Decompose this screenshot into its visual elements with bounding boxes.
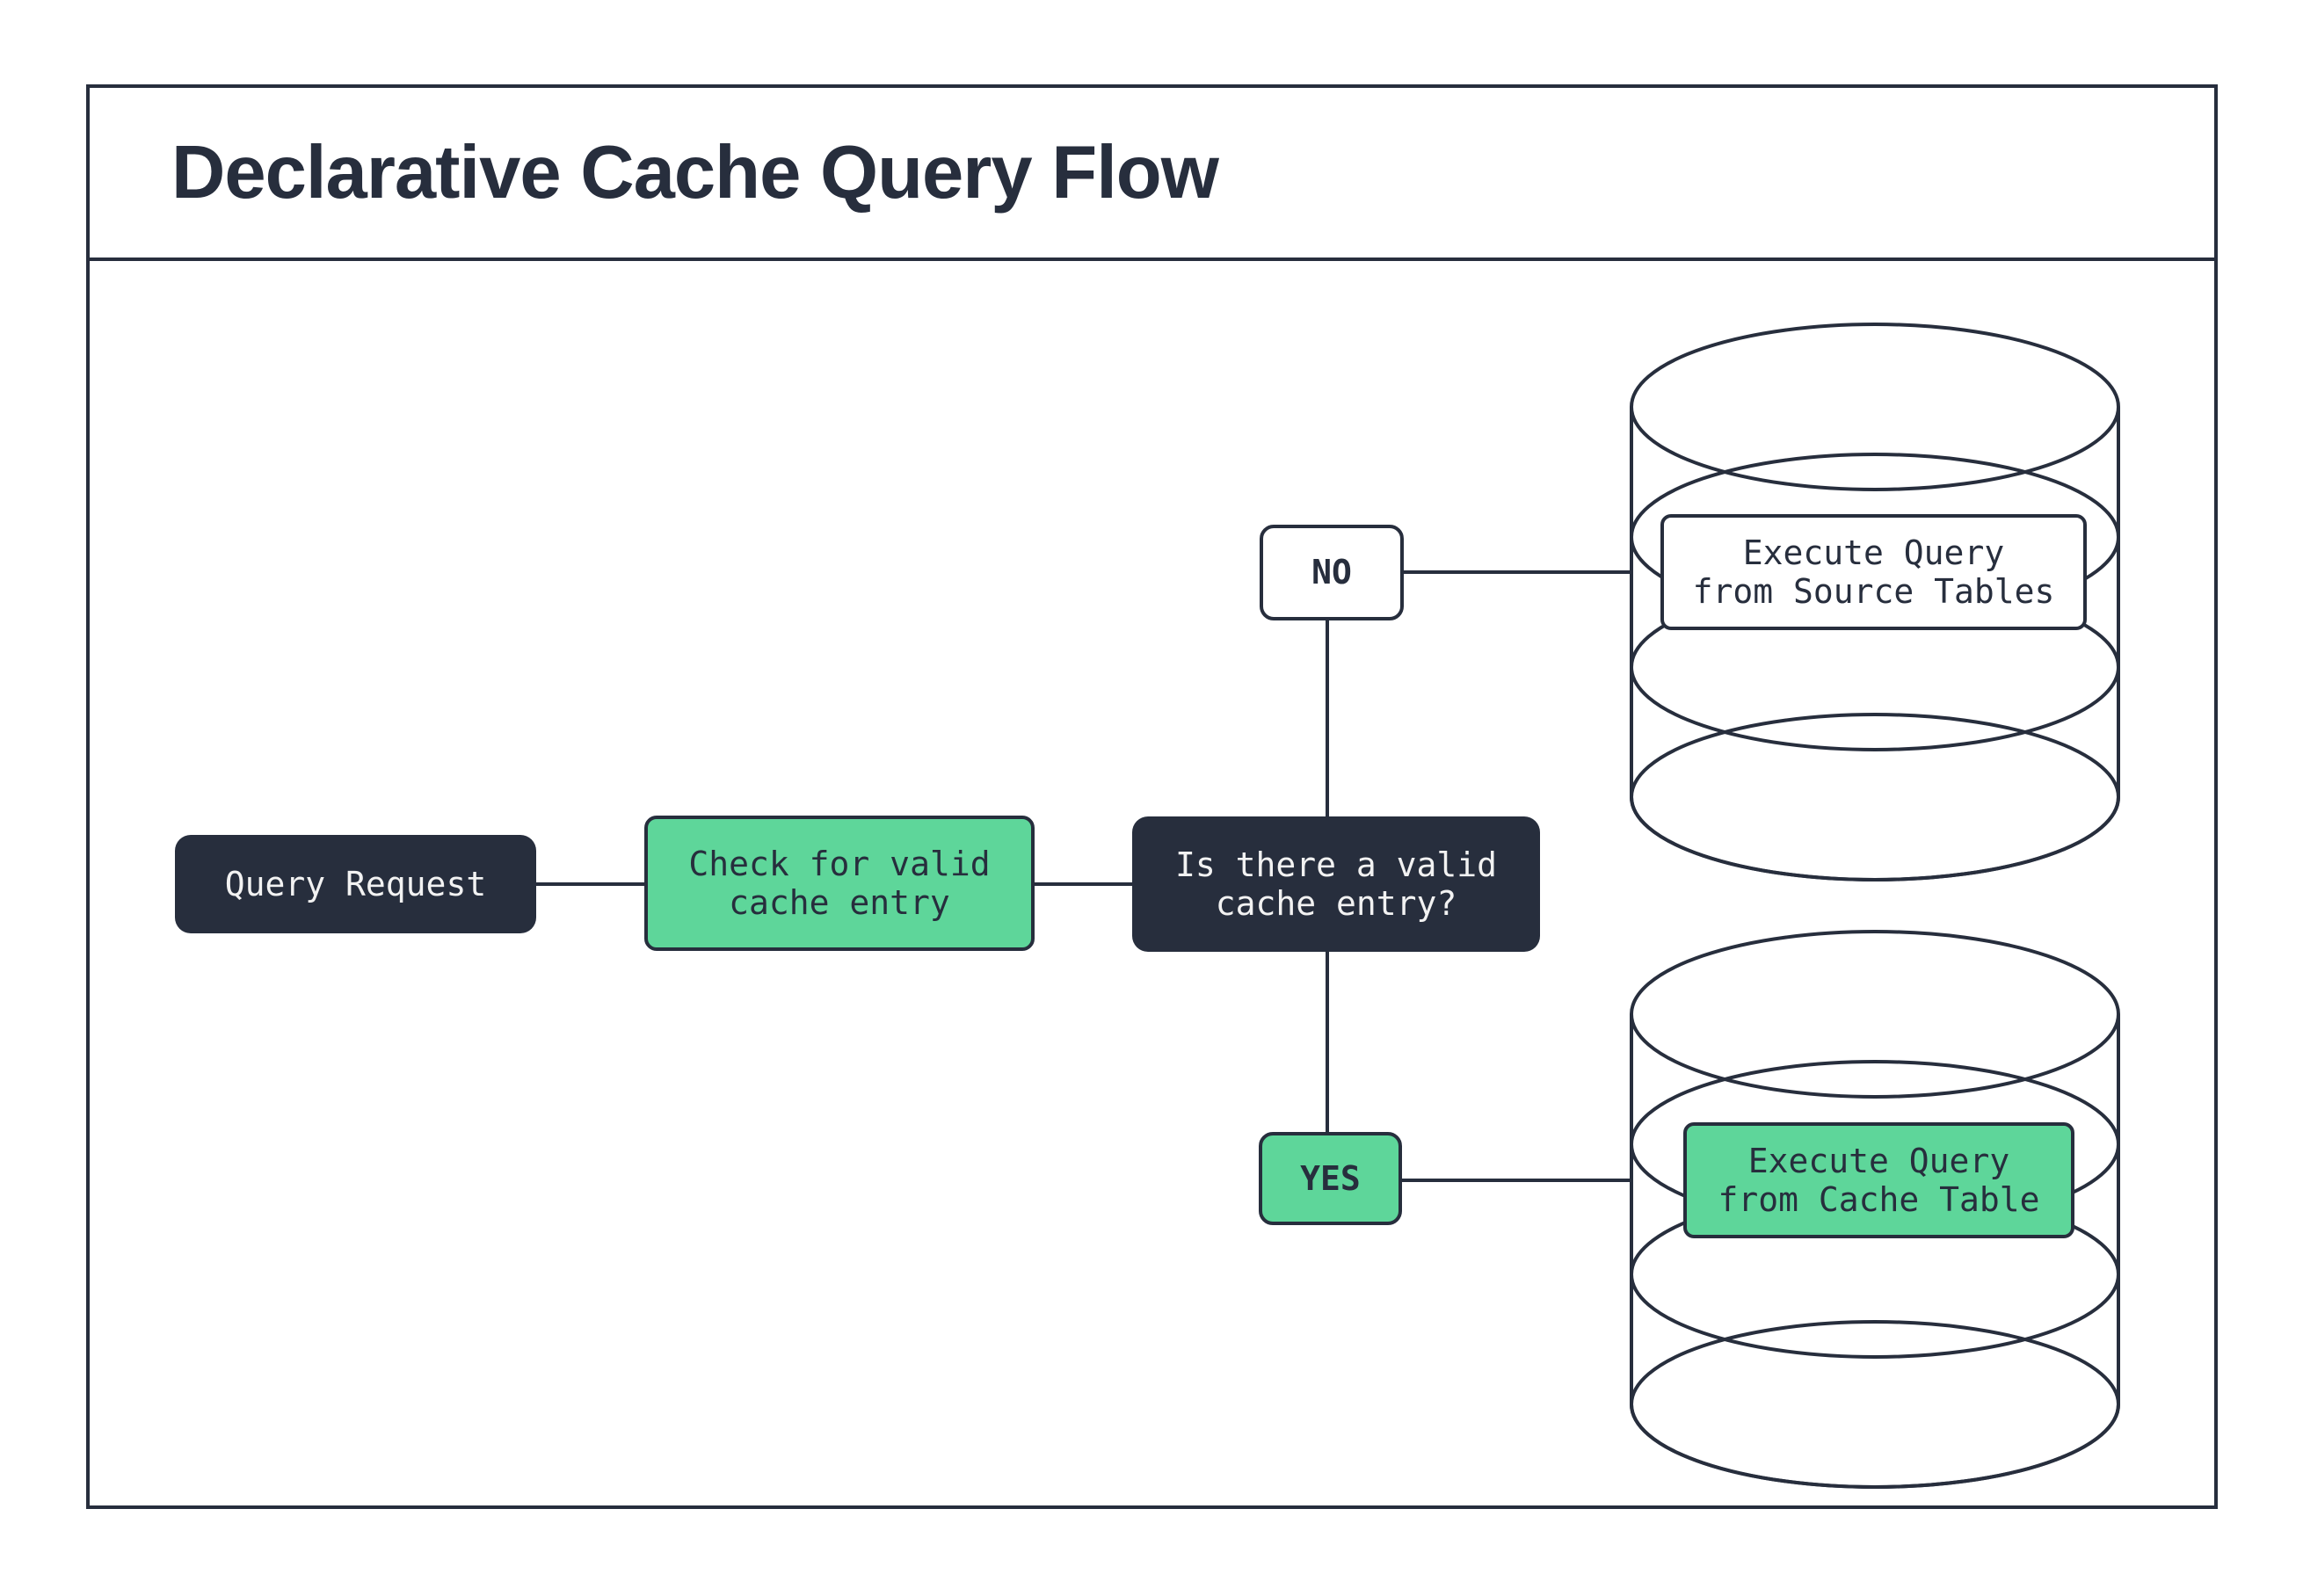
execute-source-line2: from Source Tables [1692,572,2055,611]
page-title: Declarative Cache Query Flow [171,130,1219,214]
cache-valid-decision-node: Is there a valid cache entry? [1132,816,1540,952]
decision-label-line1: Is there a valid [1174,845,1498,884]
execute-cache-line2: from Cache Table [1718,1180,2040,1219]
decision-label-line2: cache entry? [1215,884,1457,923]
check-cache-label-line2: cache entry [729,883,950,922]
check-cache-node: Check for valid cache entry [644,816,1035,951]
no-branch-label: NO [1311,553,1352,592]
query-request-label: Query Request [224,864,487,903]
diagram-frame: Declarative Cache Query Flow [86,84,2218,1509]
no-branch-node: NO [1260,525,1404,620]
yes-branch-label: YES [1300,1158,1361,1198]
check-cache-label-line1: Check for valid [688,844,991,883]
yes-branch-node: YES [1259,1132,1402,1225]
title-bar: Declarative Cache Query Flow [90,88,2214,261]
query-request-node: Query Request [175,835,536,933]
execute-cache-line1: Execute Query [1747,1141,2010,1180]
execute-source-line1: Execute Query [1742,533,2005,572]
execute-cache-table-node: Execute Query from Cache Table [1683,1122,2074,1238]
execute-source-tables-node: Execute Query from Source Tables [1660,514,2087,630]
